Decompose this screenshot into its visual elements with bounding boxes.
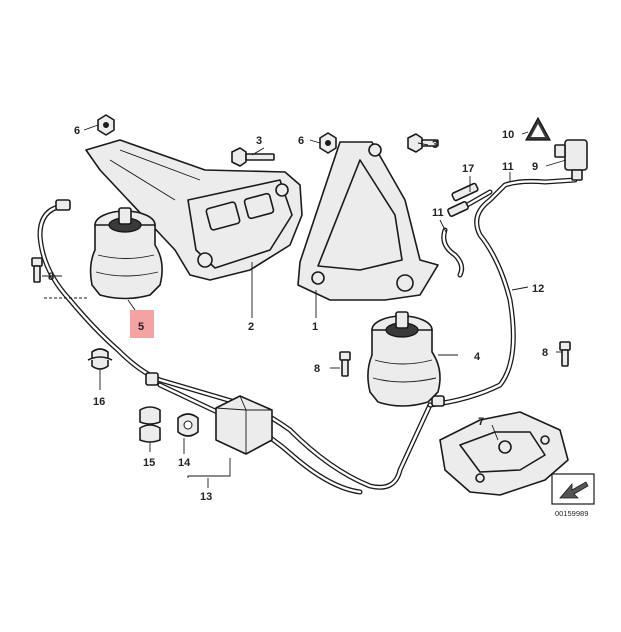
bolt-8c <box>559 341 571 367</box>
callout-12: 12 <box>532 283 544 295</box>
engine-support-bracket <box>85 139 303 281</box>
highlight-callout-5 <box>130 310 154 338</box>
vacuum-distributor-block <box>215 395 273 455</box>
callout-6b: 6 <box>298 135 304 147</box>
callout-3b: 3 <box>432 139 438 151</box>
callout-labels: 6 3 6 3 10 9 17 11 11 12 8 2 1 5 8 4 8 1… <box>48 125 548 503</box>
callout-8a: 8 <box>48 271 54 283</box>
callout-5: 5 <box>138 321 144 333</box>
direction-arrow-box <box>551 473 595 505</box>
callout-13: 13 <box>200 491 212 503</box>
callout-1: 1 <box>312 321 318 333</box>
bolt-8a <box>31 257 43 283</box>
heat-shield-bracket <box>439 411 569 496</box>
vacuum-solenoid-valve <box>554 139 588 181</box>
callout-15: 15 <box>143 457 155 469</box>
warning-label-icon <box>524 116 552 141</box>
callout-14: 14 <box>178 457 191 469</box>
callout-10: 10 <box>502 129 514 141</box>
hex-nut-6a <box>97 114 115 136</box>
bolt-8b <box>339 351 351 377</box>
hose-clip-15 <box>139 406 161 443</box>
engine-bracket-right <box>297 141 439 301</box>
engine-mount-right <box>367 311 441 407</box>
drawing-code: 00159989 <box>555 509 588 518</box>
hose-clip-16 <box>87 348 113 370</box>
callout-2: 2 <box>248 321 254 333</box>
hex-nut-6b <box>319 132 337 154</box>
callout-17: 17 <box>462 163 474 175</box>
engine-mount-left <box>89 207 163 300</box>
callout-7: 7 <box>478 416 484 428</box>
callout-4: 4 <box>474 351 481 363</box>
hose-fitting <box>55 199 445 407</box>
bolt-3 <box>231 147 275 167</box>
callout-6a: 6 <box>74 125 80 137</box>
callout-3a: 3 <box>256 135 262 147</box>
callout-11b: 11 <box>432 207 444 219</box>
direction-arrow-icon <box>559 481 589 499</box>
hose-clip-14 <box>177 413 199 437</box>
hose-check-valve <box>447 182 479 217</box>
callout-11a: 11 <box>502 161 514 173</box>
callout-8c: 8 <box>542 347 548 359</box>
callout-16: 16 <box>93 396 105 408</box>
callout-9: 9 <box>532 161 538 173</box>
callout-8b: 8 <box>314 363 320 375</box>
